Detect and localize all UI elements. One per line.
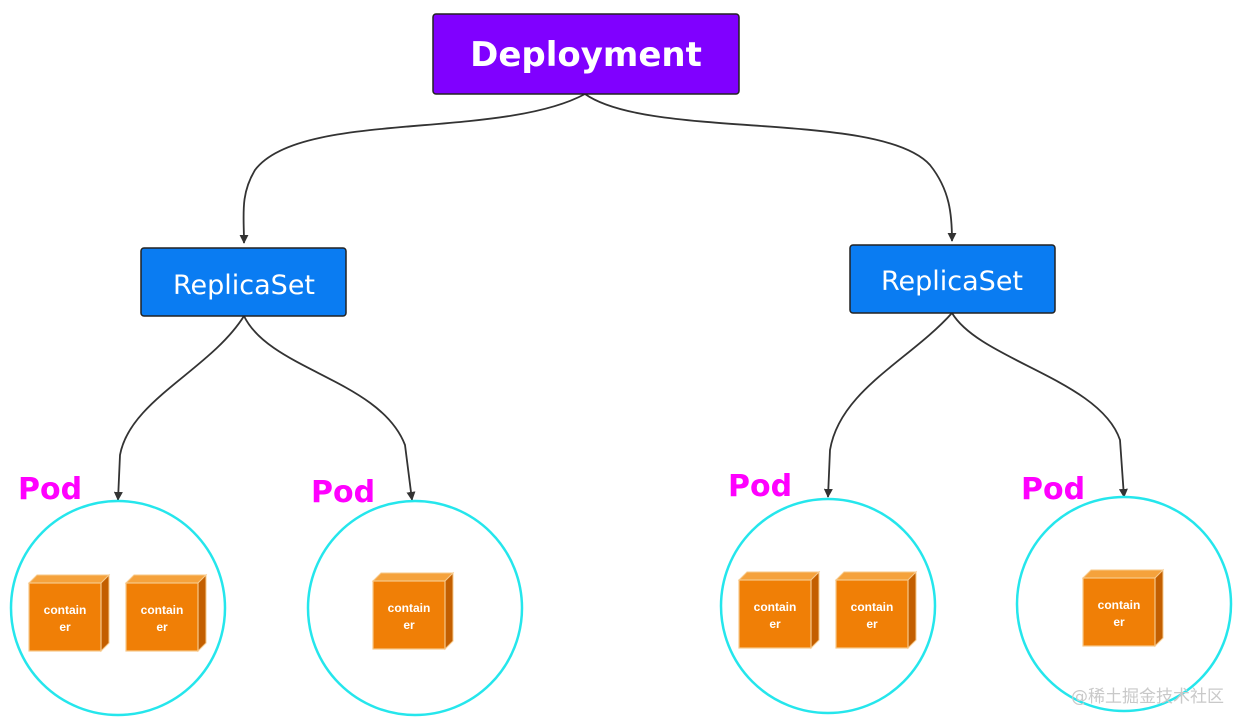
container-side-face <box>197 573 207 653</box>
container-label-line2: er <box>403 618 415 632</box>
container-front-face <box>1082 577 1156 647</box>
watermark: @稀土掘金技术社区 <box>1071 687 1224 707</box>
container-cube: contain er <box>27 573 111 653</box>
container-front-face <box>28 582 102 652</box>
replicaset-node-left: ReplicaSet <box>140 247 347 317</box>
pod-label: Pod <box>728 469 792 504</box>
container-top-face <box>737 571 821 581</box>
replicaset-box <box>849 244 1056 314</box>
container-label-line1: contain <box>754 600 797 614</box>
container-cube: contain er <box>1081 568 1165 648</box>
container-top-face <box>124 574 208 584</box>
container-top-face <box>834 571 918 581</box>
container-front-face <box>372 580 446 650</box>
container-label-line1: contain <box>1098 598 1141 612</box>
container-label-line2: er <box>59 620 71 634</box>
container-top-face <box>1081 569 1165 579</box>
container-label-line1: contain <box>141 603 184 617</box>
replicaset-box <box>140 247 347 317</box>
container-top-face <box>371 572 455 582</box>
container-label-line2: er <box>866 617 878 631</box>
connector-deployment-to-replicaset-left <box>239 93 586 244</box>
container-label-line1: contain <box>44 603 87 617</box>
deployment-node: Deployment <box>432 13 740 95</box>
connector-replicaset-left-to-pod-1 <box>113 315 245 501</box>
deployment-box <box>432 13 740 95</box>
pod-circle <box>306 499 524 717</box>
connector-replicaset-right-to-pod-4 <box>951 312 1128 498</box>
container-side-face <box>444 571 454 651</box>
pod-circle <box>1015 495 1233 713</box>
replicaset-node-right: ReplicaSet <box>849 244 1056 314</box>
container-label-line1: contain <box>388 601 431 615</box>
container-side-face <box>100 573 110 653</box>
container-cube: contain er <box>124 573 208 653</box>
deployment-label: Deployment <box>470 35 702 75</box>
container-side-face <box>1154 568 1164 648</box>
pod-label: Pod <box>311 475 375 510</box>
container-label-line2: er <box>1113 615 1125 629</box>
container-cube: contain er <box>834 570 918 650</box>
container-label-line2: er <box>156 620 168 634</box>
replicaset-label: ReplicaSet <box>881 266 1023 297</box>
container-top-face <box>27 574 111 584</box>
replicaset-label: ReplicaSet <box>173 270 315 301</box>
container-front-face <box>835 579 909 649</box>
connector-replicaset-left-to-pod-2 <box>243 315 416 501</box>
container-front-face <box>738 579 812 649</box>
container-side-face <box>907 570 917 650</box>
pod-circle <box>9 499 227 717</box>
connectors <box>113 93 1128 501</box>
pod-label: Pod <box>1021 472 1085 507</box>
container-label-line2: er <box>769 617 781 631</box>
container-cube: contain er <box>737 570 821 650</box>
pod-circle <box>719 497 937 715</box>
containers-layer: containercontainercontainercontainercont… <box>27 568 1165 653</box>
connector-replicaset-right-to-pod-3 <box>823 312 953 498</box>
pod-label: Pod <box>18 472 82 507</box>
connector-deployment-to-replicaset-right <box>584 93 957 242</box>
container-front-face <box>125 582 199 652</box>
container-side-face <box>810 570 820 650</box>
container-cube: contain er <box>371 571 455 651</box>
container-label-line1: contain <box>851 600 894 614</box>
